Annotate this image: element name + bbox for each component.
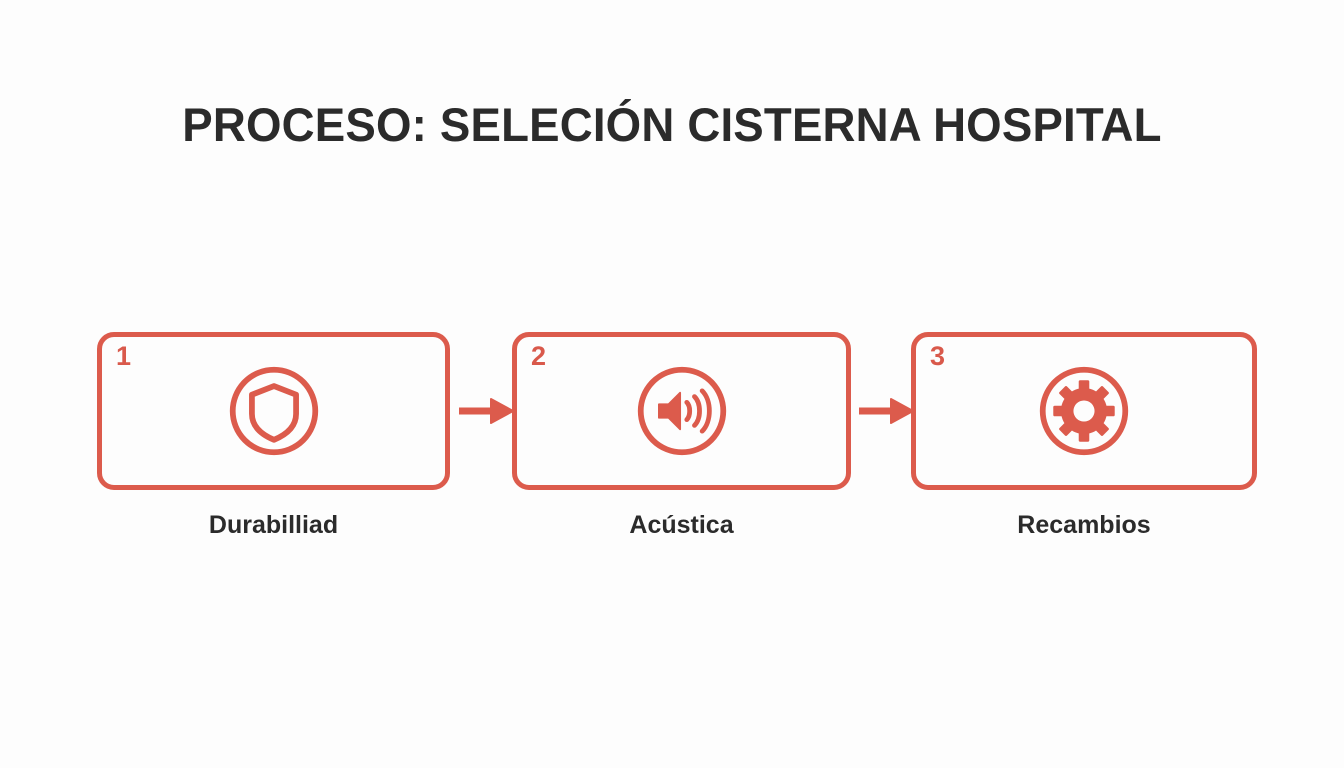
step-number-3: 3 — [930, 341, 946, 371]
step-number-2: 2 — [531, 341, 547, 371]
process-step-2[interactable]: 2 Acústica — [512, 332, 851, 540]
step-number-1: 1 — [116, 341, 132, 371]
gear-icon — [1036, 363, 1132, 459]
step-label-1: Durabilliad — [208, 511, 339, 539]
arrow-right-icon-1 — [459, 398, 515, 424]
page-title: PROCESO: SELECIÓN CISTERNA HOSPITAL — [182, 98, 1162, 151]
process-step-3[interactable]: 3 — [911, 332, 1257, 540]
shield-icon — [226, 363, 322, 459]
speaker-volume-icon — [634, 363, 730, 459]
step-card-3[interactable]: 3 — [911, 332, 1257, 490]
process-step-1[interactable]: 1 Durabilliad — [97, 332, 450, 540]
process-steps-row: 1 Durabilliad 2 — [97, 332, 1257, 562]
step-card-2[interactable]: 2 — [512, 332, 851, 490]
step-label-2: Acústica — [629, 511, 734, 539]
arrow-right-icon-2 — [859, 398, 915, 424]
step-label-3: Recambios — [1017, 511, 1151, 539]
step-card-1[interactable]: 1 — [97, 332, 450, 490]
